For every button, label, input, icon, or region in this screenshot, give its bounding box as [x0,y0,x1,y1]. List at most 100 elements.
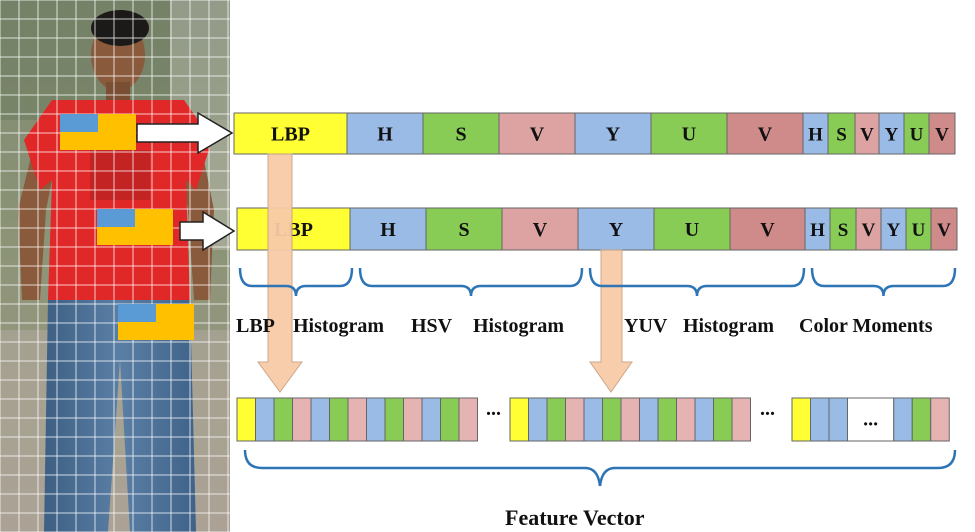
row-segment-v: V [729,207,806,251]
right-arrow-icon [136,111,234,155]
feature-vector-caption: Feature Vector [505,505,645,530]
row-segment-v-label: V [530,124,545,146]
vector-block-3: ... [791,397,950,442]
lbp-histogram-label: Histogram [293,315,385,337]
moment-cell-u-label: U [910,125,924,146]
row-segment-y-label: Y [609,219,624,241]
yuv-label: YUV [624,315,668,337]
moment-cell-s-label: S [836,125,847,146]
row-segment-lbp-label: LBP [271,124,310,146]
row-segment-v: V [726,112,804,155]
row-segment-u: U [650,112,728,155]
hsv-label: HSV [411,315,453,337]
moment-cell-s: S [829,207,857,251]
feature-vector: ... [236,397,950,442]
row-segment-u: U [653,207,731,251]
moment-cell-v-label: V [860,125,874,146]
vector-ellipsis-1: ... [486,398,501,420]
moment-cell-v: V [928,112,956,155]
vector-cell [273,397,293,442]
curly-brace-icon [243,449,957,487]
vector-cell [713,397,733,442]
vector-cell [565,397,585,442]
vector-cell [458,397,478,442]
curly-brace-icon [238,267,354,297]
vector-cell [676,397,696,442]
vector-cell [930,397,950,442]
row-segment-lbp: LBP [236,207,351,251]
moment-cell-h: H [804,207,831,251]
vector-cell [403,397,423,442]
vector-cell [583,397,603,442]
curly-brace-icon [358,267,584,297]
row-segment-h: H [346,112,424,155]
vector-block-1 [236,397,478,442]
vector-ellipsis-2: ... [760,398,775,420]
moment-cell-u: U [903,112,930,155]
moment-cell-v-label: V [935,125,949,146]
moment-cell-h-label: H [810,220,825,241]
moment-cell-y: Y [878,112,905,155]
vector-cell [255,397,275,442]
color-moments-label: Color Moments [799,315,933,337]
row-segment-s: S [422,112,500,155]
row-segment-h-label: H [380,219,396,241]
vector-cell [509,397,529,442]
row-segment-y-label: Y [606,124,621,146]
row-segment-s-label: S [455,124,466,146]
stripe-patch-3 [118,304,194,340]
vector-cell [731,397,751,442]
curly-brace-icon [810,267,957,297]
stripe-patch-2 [97,209,173,245]
moment-cell-v: V [854,112,880,155]
moment-cell-v-label: V [937,220,951,241]
down-arrow-icon [257,153,303,393]
row-segment-s-label: S [458,219,469,241]
vector-cell [292,397,312,442]
row-segment-v-label: V [760,219,775,241]
vector-cell [620,397,640,442]
vector-cell [421,397,441,442]
moment-cell-v: V [930,207,958,251]
vector-cell [828,397,848,442]
lbp-label: LBP [236,315,275,337]
vector-cell [639,397,659,442]
moment-cell-v-label: V [862,220,876,241]
row-segment-u-label: U [682,124,696,146]
right-arrow-icon [179,210,236,252]
row-segment-u-label: U [685,219,699,241]
vector-inner-ellipsis: ... [863,409,878,431]
vector-cell [893,397,913,442]
row-segment-h: H [349,207,427,251]
vector-cell [602,397,622,442]
moment-cell-y: Y [880,207,907,251]
hsv-histogram-label: Histogram [473,315,565,337]
moment-cell-h: H [802,112,829,155]
person-photo [0,0,230,532]
moment-cell-s: S [827,112,856,155]
row-segment-v-label: V [758,124,773,146]
vector-cell [440,397,460,442]
moment-cell-v: V [855,207,882,251]
curly-brace-icon [588,267,806,297]
row-segment-h-label: H [377,124,393,146]
stripe-patch-1 [60,114,136,150]
vector-cell [657,397,677,442]
vector-cell [347,397,367,442]
row-segment-v: V [498,112,576,155]
vector-cell [310,397,330,442]
vector-cell [366,397,386,442]
vector-block-2 [509,397,751,442]
moment-cell-u-label: U [912,220,926,241]
vector-cell [810,397,830,442]
moment-cell-s-label: S [838,220,849,241]
moment-cell-h-label: H [808,125,823,146]
row-segment-s: S [425,207,503,251]
vector-cell [911,397,932,442]
yuv-histogram-label: Histogram [683,315,775,337]
row-segment-v: V [501,207,579,251]
vector-cell [384,397,404,442]
